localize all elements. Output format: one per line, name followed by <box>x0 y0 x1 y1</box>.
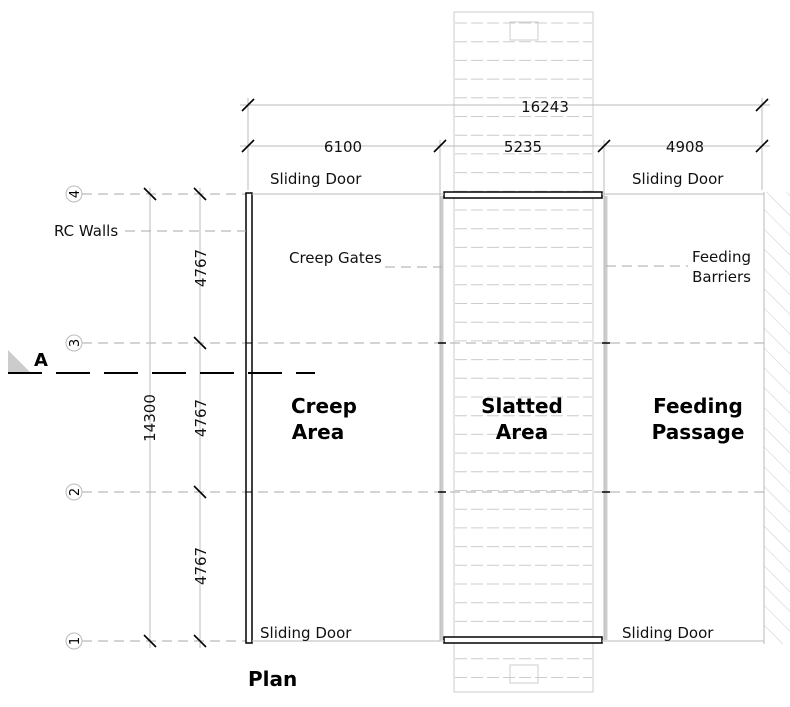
label-rc-walls: RC Walls <box>54 222 118 240</box>
sliding-door-top <box>443 191 603 199</box>
dimension-bay-depths: 4767 4767 4767 <box>192 187 210 648</box>
svg-text:3: 3 <box>68 339 83 347</box>
svg-text:2: 2 <box>68 488 83 496</box>
area-slatted: Slatted Area <box>481 394 563 444</box>
svg-text:Area: Area <box>292 420 344 444</box>
area-creep: Creep Area <box>291 394 357 444</box>
svg-text:Slatted: Slatted <box>481 394 563 418</box>
svg-text:16243: 16243 <box>521 98 569 116</box>
plan-title: Plan <box>248 667 297 691</box>
slatted-floor <box>453 11 594 693</box>
label-creep-gates: Creep Gates <box>289 249 382 267</box>
label-feeding-barriers-2: Barriers <box>692 268 751 286</box>
dimension-overall-width: 16243 <box>240 98 770 190</box>
svg-text:4767: 4767 <box>192 249 210 287</box>
svg-text:Area: Area <box>496 420 548 444</box>
svg-text:4767: 4767 <box>192 399 210 437</box>
svg-text:4: 4 <box>68 190 83 198</box>
label-sliding-door-tl: Sliding Door <box>270 170 362 188</box>
svg-text:5235: 5235 <box>504 138 542 156</box>
rc-wall <box>245 192 253 644</box>
grid-axis-2: 2 <box>65 483 83 501</box>
svg-text:Creep: Creep <box>291 394 357 418</box>
grid-axis-1: 1 <box>65 632 83 650</box>
area-feeding-passage: Feeding Passage <box>652 394 745 444</box>
dimension-bay-widths: 6100 5235 4908 <box>240 138 770 641</box>
hatched-wall <box>764 192 790 644</box>
svg-text:6100: 6100 <box>324 138 362 156</box>
grid-axis-4: 4 <box>65 185 83 203</box>
svg-text:Passage: Passage <box>652 420 745 444</box>
grid-axis-3: 3 <box>65 334 83 352</box>
svg-text:14300: 14300 <box>141 394 159 442</box>
sliding-door-bottom <box>443 636 603 644</box>
creep-gate-line <box>438 196 610 640</box>
label-sliding-door-bl: Sliding Door <box>260 624 352 642</box>
svg-text:1: 1 <box>68 637 83 645</box>
label-feeding-barriers: Feeding <box>692 248 751 266</box>
svg-text:Feeding: Feeding <box>653 394 743 418</box>
svg-text:A: A <box>34 350 48 371</box>
svg-text:4767: 4767 <box>192 547 210 585</box>
label-sliding-door-tr: Sliding Door <box>632 170 724 188</box>
dimension-overall-depth: 14300 <box>141 187 159 648</box>
svg-text:4908: 4908 <box>666 138 704 156</box>
section-line-a: A <box>8 350 315 374</box>
label-sliding-door-br: Sliding Door <box>622 624 714 642</box>
